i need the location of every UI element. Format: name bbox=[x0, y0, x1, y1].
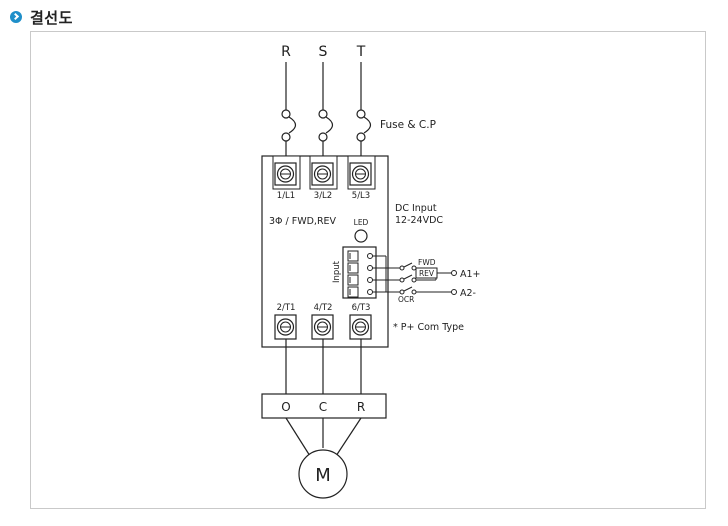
terminal-t2 bbox=[311, 314, 334, 340]
led-indicator bbox=[354, 229, 368, 243]
rev-switch-contact bbox=[399, 277, 405, 283]
dc-input-label: DC Input bbox=[395, 203, 437, 214]
fuse-label: Fuse & C.P bbox=[380, 119, 436, 131]
led-label: LED bbox=[354, 218, 369, 227]
terminal-label-l3: 5/L3 bbox=[352, 191, 370, 201]
a1-terminal bbox=[451, 270, 457, 276]
input-label: Input bbox=[332, 260, 342, 283]
output-label-r: R bbox=[357, 400, 365, 414]
diagram-frame bbox=[30, 31, 706, 509]
output-label-o: O bbox=[281, 400, 290, 414]
a2-terminal bbox=[451, 289, 457, 295]
a1-label: A1+ bbox=[460, 269, 481, 280]
rev-label: REV bbox=[419, 269, 435, 278]
terminal-t1 bbox=[274, 314, 297, 340]
input-connector bbox=[342, 246, 377, 299]
a2-label: A2- bbox=[460, 288, 476, 299]
page-title: 결선도 bbox=[30, 8, 73, 27]
dc-voltage-label: 12-24VDC bbox=[395, 215, 443, 226]
output-label-c: C bbox=[319, 400, 327, 414]
phase-label-r: R bbox=[281, 44, 291, 60]
terminal-t3 bbox=[349, 314, 372, 340]
phase-label-t: T bbox=[356, 44, 366, 60]
terminal-label-t1: 2/T1 bbox=[277, 303, 296, 313]
terminal-l2 bbox=[311, 162, 334, 186]
output-terminal-box bbox=[261, 393, 387, 419]
chevron-right-icon bbox=[10, 11, 22, 23]
terminal-label-t2: 4/T2 bbox=[314, 303, 333, 313]
terminal-label-l2: 3/L2 bbox=[314, 191, 332, 201]
fuse-t bbox=[356, 109, 372, 142]
ocr-label: OCR bbox=[398, 295, 414, 304]
fwd-label: FWD bbox=[418, 258, 436, 267]
terminal-l1 bbox=[274, 162, 297, 186]
ocr-switch-contact bbox=[399, 289, 405, 295]
section-header: 결선도 bbox=[10, 6, 73, 28]
motor bbox=[298, 449, 348, 499]
phase-label-s: S bbox=[319, 44, 328, 60]
terminal-label-l1: 1/L1 bbox=[277, 191, 295, 201]
fuse-r bbox=[281, 109, 297, 142]
mode-label: 3Φ / FWD,REV bbox=[269, 216, 337, 227]
terminal-label-t3: 6/T3 bbox=[352, 303, 371, 313]
fwd-switch-contact bbox=[399, 265, 405, 271]
motor-label: M bbox=[315, 465, 331, 486]
fuse-s bbox=[318, 109, 334, 142]
terminal-l3 bbox=[349, 162, 372, 186]
com-note: * P+ Com Type bbox=[393, 322, 464, 333]
